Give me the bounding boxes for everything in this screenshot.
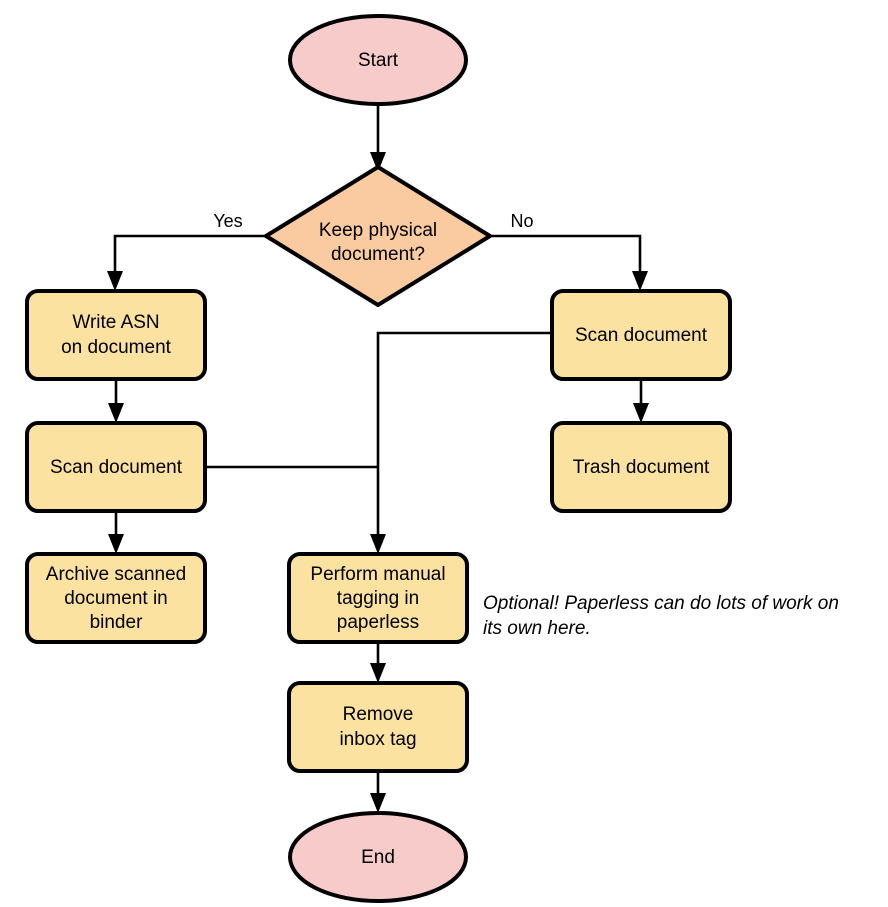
node-trash-document-label: Trash document bbox=[573, 457, 710, 478]
edge-decision-yes-to-write-asn bbox=[107, 234, 266, 291]
node-start-label: Start bbox=[358, 50, 399, 71]
node-perform-manual-tagging-shape[interactable] bbox=[287, 552, 469, 644]
node-end-label: End bbox=[361, 847, 395, 868]
node-write-asn-label-line2: on document bbox=[61, 337, 172, 358]
node-scan-document-left-label: Scan document bbox=[50, 457, 183, 478]
node-perform-manual-tagging-label-line2: tagging in bbox=[337, 588, 419, 609]
edge-label-no: No bbox=[510, 211, 533, 231]
arrow-head-icon bbox=[107, 271, 123, 291]
node-decision-keep-physical-document[interactable]: Keep physical document? bbox=[264, 165, 492, 307]
arrow-head-icon bbox=[108, 534, 124, 554]
arrow-head-icon bbox=[370, 152, 386, 172]
node-write-asn-shape[interactable] bbox=[25, 289, 207, 381]
node-decision-label-line2: document? bbox=[331, 244, 425, 265]
node-remove-inbox-tag-label-line1: Remove bbox=[343, 704, 414, 725]
node-remove-inbox-tag-shape[interactable] bbox=[287, 681, 469, 773]
node-scan-document-right-label: Scan document bbox=[575, 325, 708, 346]
arrow-head-icon bbox=[370, 534, 386, 554]
node-end[interactable]: End bbox=[288, 811, 468, 903]
node-write-asn-label-line1: Write ASN bbox=[72, 312, 159, 333]
edge-scan-right-to-tagging bbox=[370, 331, 552, 554]
node-remove-inbox-tag-label-line2: inbox tag bbox=[339, 729, 416, 750]
arrow-head-icon bbox=[108, 403, 124, 423]
node-end-shape[interactable] bbox=[288, 811, 468, 903]
arrow-head-icon bbox=[370, 793, 386, 813]
node-archive-label-line2: document in bbox=[64, 588, 168, 609]
node-perform-manual-tagging-label-line3: paperless bbox=[337, 612, 419, 633]
node-scan-document-left[interactable]: Scan document bbox=[25, 421, 207, 513]
node-archive-shape[interactable] bbox=[25, 552, 207, 644]
edge-remove-inbox-to-end bbox=[370, 771, 386, 813]
node-perform-manual-tagging[interactable]: Perform manual tagging in paperless bbox=[287, 552, 469, 644]
arrow-head-icon bbox=[632, 271, 648, 291]
node-perform-manual-tagging-label-line1: Perform manual bbox=[310, 564, 445, 585]
node-scan-document-left-shape[interactable] bbox=[25, 421, 207, 513]
edge-write-asn-to-scan-left bbox=[108, 379, 124, 423]
arrow-head-icon bbox=[370, 663, 386, 683]
node-decision-label-line1: Keep physical bbox=[319, 220, 437, 241]
edge-scan-right-to-trash bbox=[633, 379, 649, 423]
node-archive-label-line1: Archive scanned bbox=[46, 564, 186, 585]
edge-label-yes: Yes bbox=[213, 211, 242, 231]
node-remove-inbox-tag[interactable]: Remove inbox tag bbox=[287, 681, 469, 773]
node-scan-document-right-shape[interactable] bbox=[550, 289, 732, 381]
node-write-asn-on-document[interactable]: Write ASN on document bbox=[25, 289, 207, 381]
node-start[interactable]: Start bbox=[288, 14, 468, 106]
node-scan-document-right[interactable]: Scan document bbox=[550, 289, 732, 381]
edge-scan-left-to-archive bbox=[108, 511, 124, 554]
arrow-head-icon bbox=[633, 403, 649, 423]
node-trash-document[interactable]: Trash document bbox=[550, 421, 732, 513]
annotation-optional-note-line2: its own here. bbox=[483, 618, 591, 639]
annotation-optional-note: Optional! Paperless can do lots of work … bbox=[483, 593, 839, 639]
edge-tagging-to-remove-inbox bbox=[370, 642, 386, 683]
edge-decision-no-to-scan-right bbox=[490, 234, 648, 291]
edge-start-to-decision bbox=[370, 104, 386, 172]
node-archive-label-line3: binder bbox=[90, 612, 143, 633]
node-decision-shape[interactable] bbox=[264, 165, 492, 307]
node-start-shape[interactable] bbox=[288, 14, 468, 106]
node-archive-scanned-document[interactable]: Archive scanned document in binder bbox=[25, 552, 207, 644]
node-trash-document-shape[interactable] bbox=[550, 421, 732, 513]
annotation-optional-note-line1: Optional! Paperless can do lots of work … bbox=[483, 593, 839, 614]
